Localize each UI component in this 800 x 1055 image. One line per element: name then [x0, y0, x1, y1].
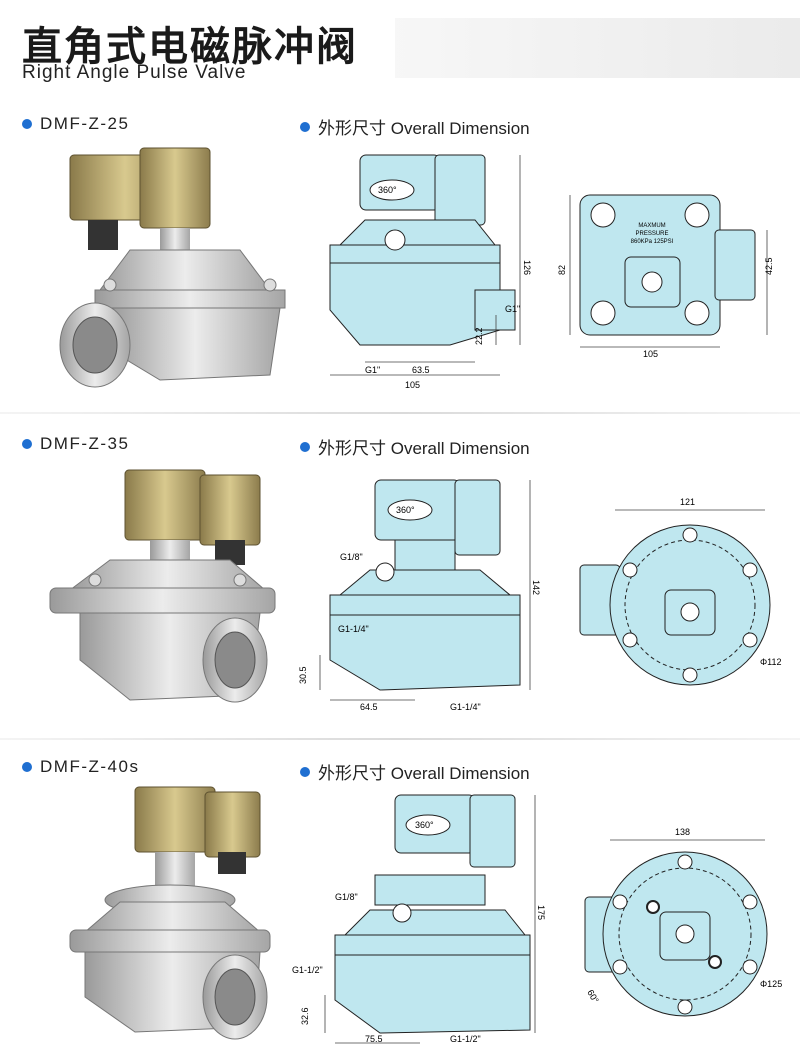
dim-a: 32.6: [300, 1007, 310, 1025]
dim-width: 105: [643, 349, 658, 359]
dim-diameter: Φ125: [760, 979, 782, 989]
bullet-dot-icon: [22, 119, 32, 129]
rotation-label: 360°: [378, 185, 397, 195]
dim-b: 75.5: [365, 1034, 383, 1044]
dim-a: 30.5: [298, 666, 308, 684]
model-name: DMF-Z-40s: [40, 757, 140, 776]
dim-diameter: Φ112: [760, 657, 782, 667]
valve-photo-dmf-z-40s: [69, 786, 271, 1040]
section-divider: [0, 412, 800, 414]
bullet-dot-icon: [300, 766, 310, 777]
dim-angle: 60°: [585, 988, 601, 1005]
top-view-drawing-dmf-z-25: MAXMUM PRESSURE 860KPa 125PSI 82 42.5 10…: [557, 194, 774, 359]
dim-a: 22.2: [474, 327, 484, 345]
model-name: DMF-Z-35: [40, 434, 130, 453]
dim-width: 121: [680, 497, 695, 507]
port-bottom-label: G1-1/2": [450, 1034, 481, 1044]
header-ghost-banner: [395, 18, 800, 78]
dim-b: 63.5: [412, 365, 430, 375]
valve-photo-dmf-z-35: [49, 469, 276, 703]
side-view-drawing-dmf-z-25: 360° 126 G1" 22.2 G1" 63.5 105: [329, 154, 532, 390]
dim-height: 142: [531, 580, 541, 595]
port-top-label: G1": [505, 304, 520, 314]
page-title-cn: 直角式电磁脉冲阀: [22, 24, 358, 70]
top-view-drawing-dmf-z-35: 121 Φ112: [579, 497, 782, 686]
bullet-dot-icon: [22, 762, 32, 772]
port-top-label: G1-1/2": [292, 965, 323, 975]
model-label-dmf-z-35: DMF-Z-35: [22, 434, 129, 454]
valve-photo-dmf-z-25: [59, 147, 286, 388]
dimension-heading-text: 外形尺寸 Overall Dimension: [318, 439, 530, 458]
dim-width: 138: [675, 827, 690, 837]
model-name: DMF-Z-25: [40, 114, 130, 133]
dim-height: 126: [522, 260, 532, 275]
pressure-label-2: PRESSURE: [635, 231, 668, 237]
port-bottom-label: G1": [365, 365, 380, 375]
bullet-dot-icon: [300, 441, 310, 452]
rotation-label: 360°: [396, 505, 415, 515]
model-label-dmf-z-40s: DMF-Z-40s: [22, 757, 139, 777]
side-view-drawing-dmf-z-40s: 360° 175 G1/8" G1-1/2" 32.6 75.5 G1-1/2": [292, 794, 546, 1044]
dim-b: 64.5: [360, 702, 378, 712]
dimension-heading-3: 外形尺寸 Overall Dimension: [300, 759, 530, 784]
dimension-heading-text: 外形尺寸 Overall Dimension: [318, 119, 530, 138]
dim-half: 42.5: [764, 257, 774, 275]
dimension-heading-text: 外形尺寸 Overall Dimension: [318, 764, 530, 783]
dim-width: 105: [405, 380, 420, 390]
pressure-label-3: 860KPa 125PSI: [631, 239, 674, 245]
side-view-drawing-dmf-z-35: 360° 142 G1/8" G1-1/4" 30.5 64.5 G1-1/4": [298, 479, 541, 712]
dim-height: 82: [557, 265, 567, 275]
rotation-label: 360°: [415, 820, 434, 830]
dimension-heading-2: 外形尺寸 Overall Dimension: [300, 434, 530, 459]
page-title-en: Right Angle Pulse Valve: [22, 62, 247, 83]
top-view-drawing-dmf-z-40s: 138 Φ125 60°: [584, 827, 782, 1017]
model-label-dmf-z-25: DMF-Z-25: [22, 114, 129, 134]
bullet-dot-icon: [22, 439, 32, 449]
pressure-label-1: MAXMUM: [638, 223, 665, 229]
port-top-label: G1-1/4": [338, 624, 369, 634]
dimension-heading-1: 外形尺寸 Overall Dimension: [300, 114, 530, 139]
section-divider: [0, 738, 800, 740]
port-bottom-label: G1-1/4": [450, 702, 481, 712]
bullet-dot-icon: [300, 121, 310, 132]
dim-height: 175: [536, 905, 546, 920]
pilot-port-label: G1/8": [335, 892, 358, 902]
pilot-port-label: G1/8": [340, 552, 363, 562]
